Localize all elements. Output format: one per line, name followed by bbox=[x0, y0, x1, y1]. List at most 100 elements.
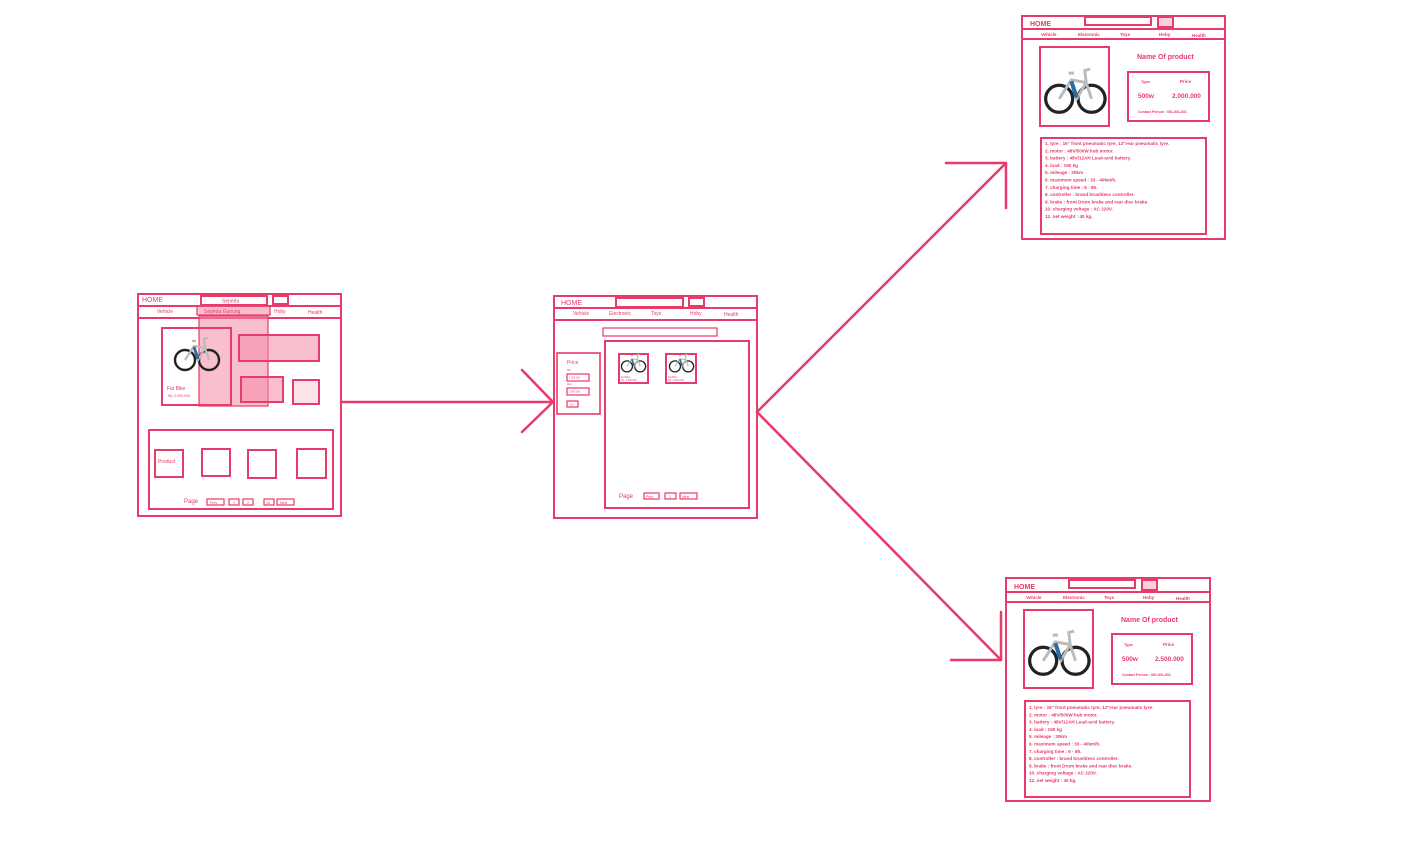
promo-box-1[interactable] bbox=[240, 376, 284, 403]
home-page-wireframe bbox=[137, 293, 342, 517]
results-pager-prev[interactable] bbox=[643, 492, 660, 500]
spec-line: 8. controller : brand brushless controll… bbox=[1045, 192, 1135, 197]
spec-line: 6. maximum speed : 33 - 40km/h. bbox=[1045, 178, 1117, 183]
product-tile-4[interactable] bbox=[296, 448, 327, 479]
home-search-button[interactable] bbox=[272, 295, 289, 305]
price-value: 2.000.000 bbox=[1172, 93, 1201, 100]
home-logo[interactable]: HOME bbox=[142, 297, 163, 304]
nav-toys[interactable]: Toys bbox=[1104, 595, 1115, 600]
nav-health[interactable]: Health bbox=[724, 312, 739, 318]
pager-next-label: Next bbox=[280, 501, 287, 505]
featured-name: Fat Bike bbox=[167, 386, 186, 392]
spec-line: 3. battery : 48V/12AH Lead-acid battery. bbox=[1029, 720, 1115, 725]
spec-line: 8. controller : brand brushless controll… bbox=[1029, 756, 1119, 761]
detail-top-logo[interactable]: HOME bbox=[1030, 21, 1051, 28]
nav-hoby[interactable]: Hoby bbox=[1159, 32, 1171, 37]
product-label: Product bbox=[158, 459, 176, 465]
filter-max-value: 3.000.000 bbox=[569, 391, 581, 394]
filter-go-label: Go bbox=[570, 404, 574, 407]
results-pager-next[interactable] bbox=[679, 492, 698, 500]
pager-next[interactable] bbox=[276, 498, 295, 506]
pager-1[interactable] bbox=[228, 498, 240, 506]
product-tile-1[interactable] bbox=[154, 449, 184, 478]
nav-electronic[interactable]: Electronic bbox=[609, 311, 631, 317]
result-price-2: Rp. 2.000.000 bbox=[668, 379, 684, 382]
contact-person: Contact Person : 081-831-831 bbox=[1138, 110, 1187, 114]
detail-bottom-frame bbox=[1005, 577, 1211, 802]
nav-hoby[interactable]: Hoby bbox=[1143, 595, 1155, 600]
price-label: Price bbox=[1163, 642, 1175, 647]
detail-top-search-box[interactable] bbox=[1084, 16, 1152, 26]
nav-electronic[interactable]: Electronic bbox=[1063, 595, 1085, 600]
product-tile-2[interactable] bbox=[201, 448, 231, 477]
search-logo[interactable]: HOME bbox=[561, 300, 582, 307]
detail-bottom-logo[interactable]: HOME bbox=[1014, 584, 1035, 591]
nav-vehicle[interactable]: Vehicle bbox=[1041, 32, 1057, 37]
product-name: Name Of product bbox=[1121, 617, 1178, 624]
result-card-2[interactable] bbox=[665, 353, 697, 384]
nav-vehicle[interactable]: Vehicle bbox=[157, 309, 173, 315]
spec-line: 2. motor : 48V/500W hub motor. bbox=[1045, 148, 1114, 153]
nav-health[interactable]: Health bbox=[1176, 596, 1190, 601]
search-suggestion-dropdown[interactable] bbox=[196, 305, 271, 316]
detail-bottom-wireframe bbox=[1005, 577, 1211, 802]
search-button[interactable] bbox=[688, 297, 705, 307]
arrow-search-to-detail-bottom bbox=[755, 410, 1003, 662]
banner-box[interactable] bbox=[238, 334, 320, 362]
spec-line: 12. net weight : 40 kg. bbox=[1029, 778, 1076, 783]
search-box[interactable] bbox=[615, 297, 684, 308]
nav-hoby[interactable]: Hoby bbox=[690, 311, 702, 317]
spec-line: 2. motor : 48V/500W hub motor. bbox=[1029, 712, 1098, 717]
spec-list: 1. tyre : 16" front pneumatic tyre, 12"r… bbox=[1029, 705, 1153, 783]
detail-bottom-search-button[interactable] bbox=[1141, 579, 1158, 591]
nav-hoby[interactable]: Hoby bbox=[274, 309, 286, 315]
featured-card[interactable] bbox=[161, 327, 232, 406]
results-1-label: 1 bbox=[669, 495, 671, 499]
sort-bar[interactable] bbox=[602, 327, 718, 337]
nav-health[interactable]: Health bbox=[308, 310, 323, 316]
arrow-home-to-search bbox=[339, 368, 555, 434]
pager-1-label: 1 bbox=[233, 501, 235, 505]
detail-top-spec-box bbox=[1040, 137, 1207, 235]
nav-toys[interactable]: Toys bbox=[651, 311, 662, 317]
results-pager-1[interactable] bbox=[664, 492, 677, 500]
price-label: Price bbox=[1180, 79, 1192, 84]
spec-line: 1. tyre : 16" front pneumatic tyre, 12"r… bbox=[1045, 141, 1169, 146]
pager-2[interactable] bbox=[242, 498, 254, 506]
spec-line: 12. net weight : 40 kg. bbox=[1045, 214, 1092, 219]
search-suggestion[interactable]: Sepeda Gunung bbox=[204, 309, 241, 315]
nav-health[interactable]: Health bbox=[1192, 33, 1206, 38]
result-price-1: Rp. 2.000.000 bbox=[621, 379, 637, 382]
min-price-input[interactable] bbox=[566, 373, 590, 382]
spec-line: 3. battery : 48V/12AH Lead-acid battery. bbox=[1045, 156, 1131, 161]
home-search-box[interactable] bbox=[200, 295, 268, 306]
pager-prev-label: Prev bbox=[210, 501, 217, 505]
detail-top-image-box bbox=[1039, 46, 1110, 127]
spec-line: 5. mileage : 30km bbox=[1029, 734, 1067, 739]
filter-go-button[interactable] bbox=[566, 400, 579, 408]
max-price-input[interactable] bbox=[566, 387, 590, 396]
spec-line: 6. maximum speed : 33 - 40km/h. bbox=[1029, 742, 1101, 747]
type-label: Type bbox=[1141, 79, 1151, 84]
detail-bottom-bike-image bbox=[1030, 631, 1089, 674]
filter-max-label: Max bbox=[567, 383, 572, 386]
pager-10[interactable] bbox=[263, 498, 275, 506]
result-bike-image-1 bbox=[620, 353, 647, 373]
product-area bbox=[148, 429, 334, 510]
nav-toys[interactable]: Toys bbox=[1120, 32, 1131, 37]
nav-electronic[interactable]: Electronic bbox=[1078, 32, 1100, 37]
spec-line: 1. tyre : 16" front pneumatic tyre, 12"r… bbox=[1029, 705, 1153, 710]
product-tile-3[interactable] bbox=[247, 449, 277, 479]
nav-vehicle[interactable]: Vehicle bbox=[1026, 595, 1042, 600]
detail-bottom-search-box[interactable] bbox=[1068, 579, 1136, 589]
search-page-text: HOME Vehicle Electronic Toys Hoby Health… bbox=[561, 300, 739, 500]
detail-bottom-text: HOME Vehicle Electronic Toys Hoby Health… bbox=[1014, 584, 1190, 783]
promo-box-2[interactable] bbox=[292, 379, 320, 405]
result-card-1[interactable] bbox=[618, 353, 649, 384]
results-area bbox=[604, 340, 750, 509]
detail-top-search-button[interactable] bbox=[1157, 16, 1174, 28]
detail-top-wireframe bbox=[1021, 15, 1226, 240]
pager-prev[interactable] bbox=[206, 498, 225, 506]
detail-bottom-image-box bbox=[1023, 609, 1094, 689]
nav-vehicle[interactable]: Vehicle bbox=[573, 311, 589, 317]
